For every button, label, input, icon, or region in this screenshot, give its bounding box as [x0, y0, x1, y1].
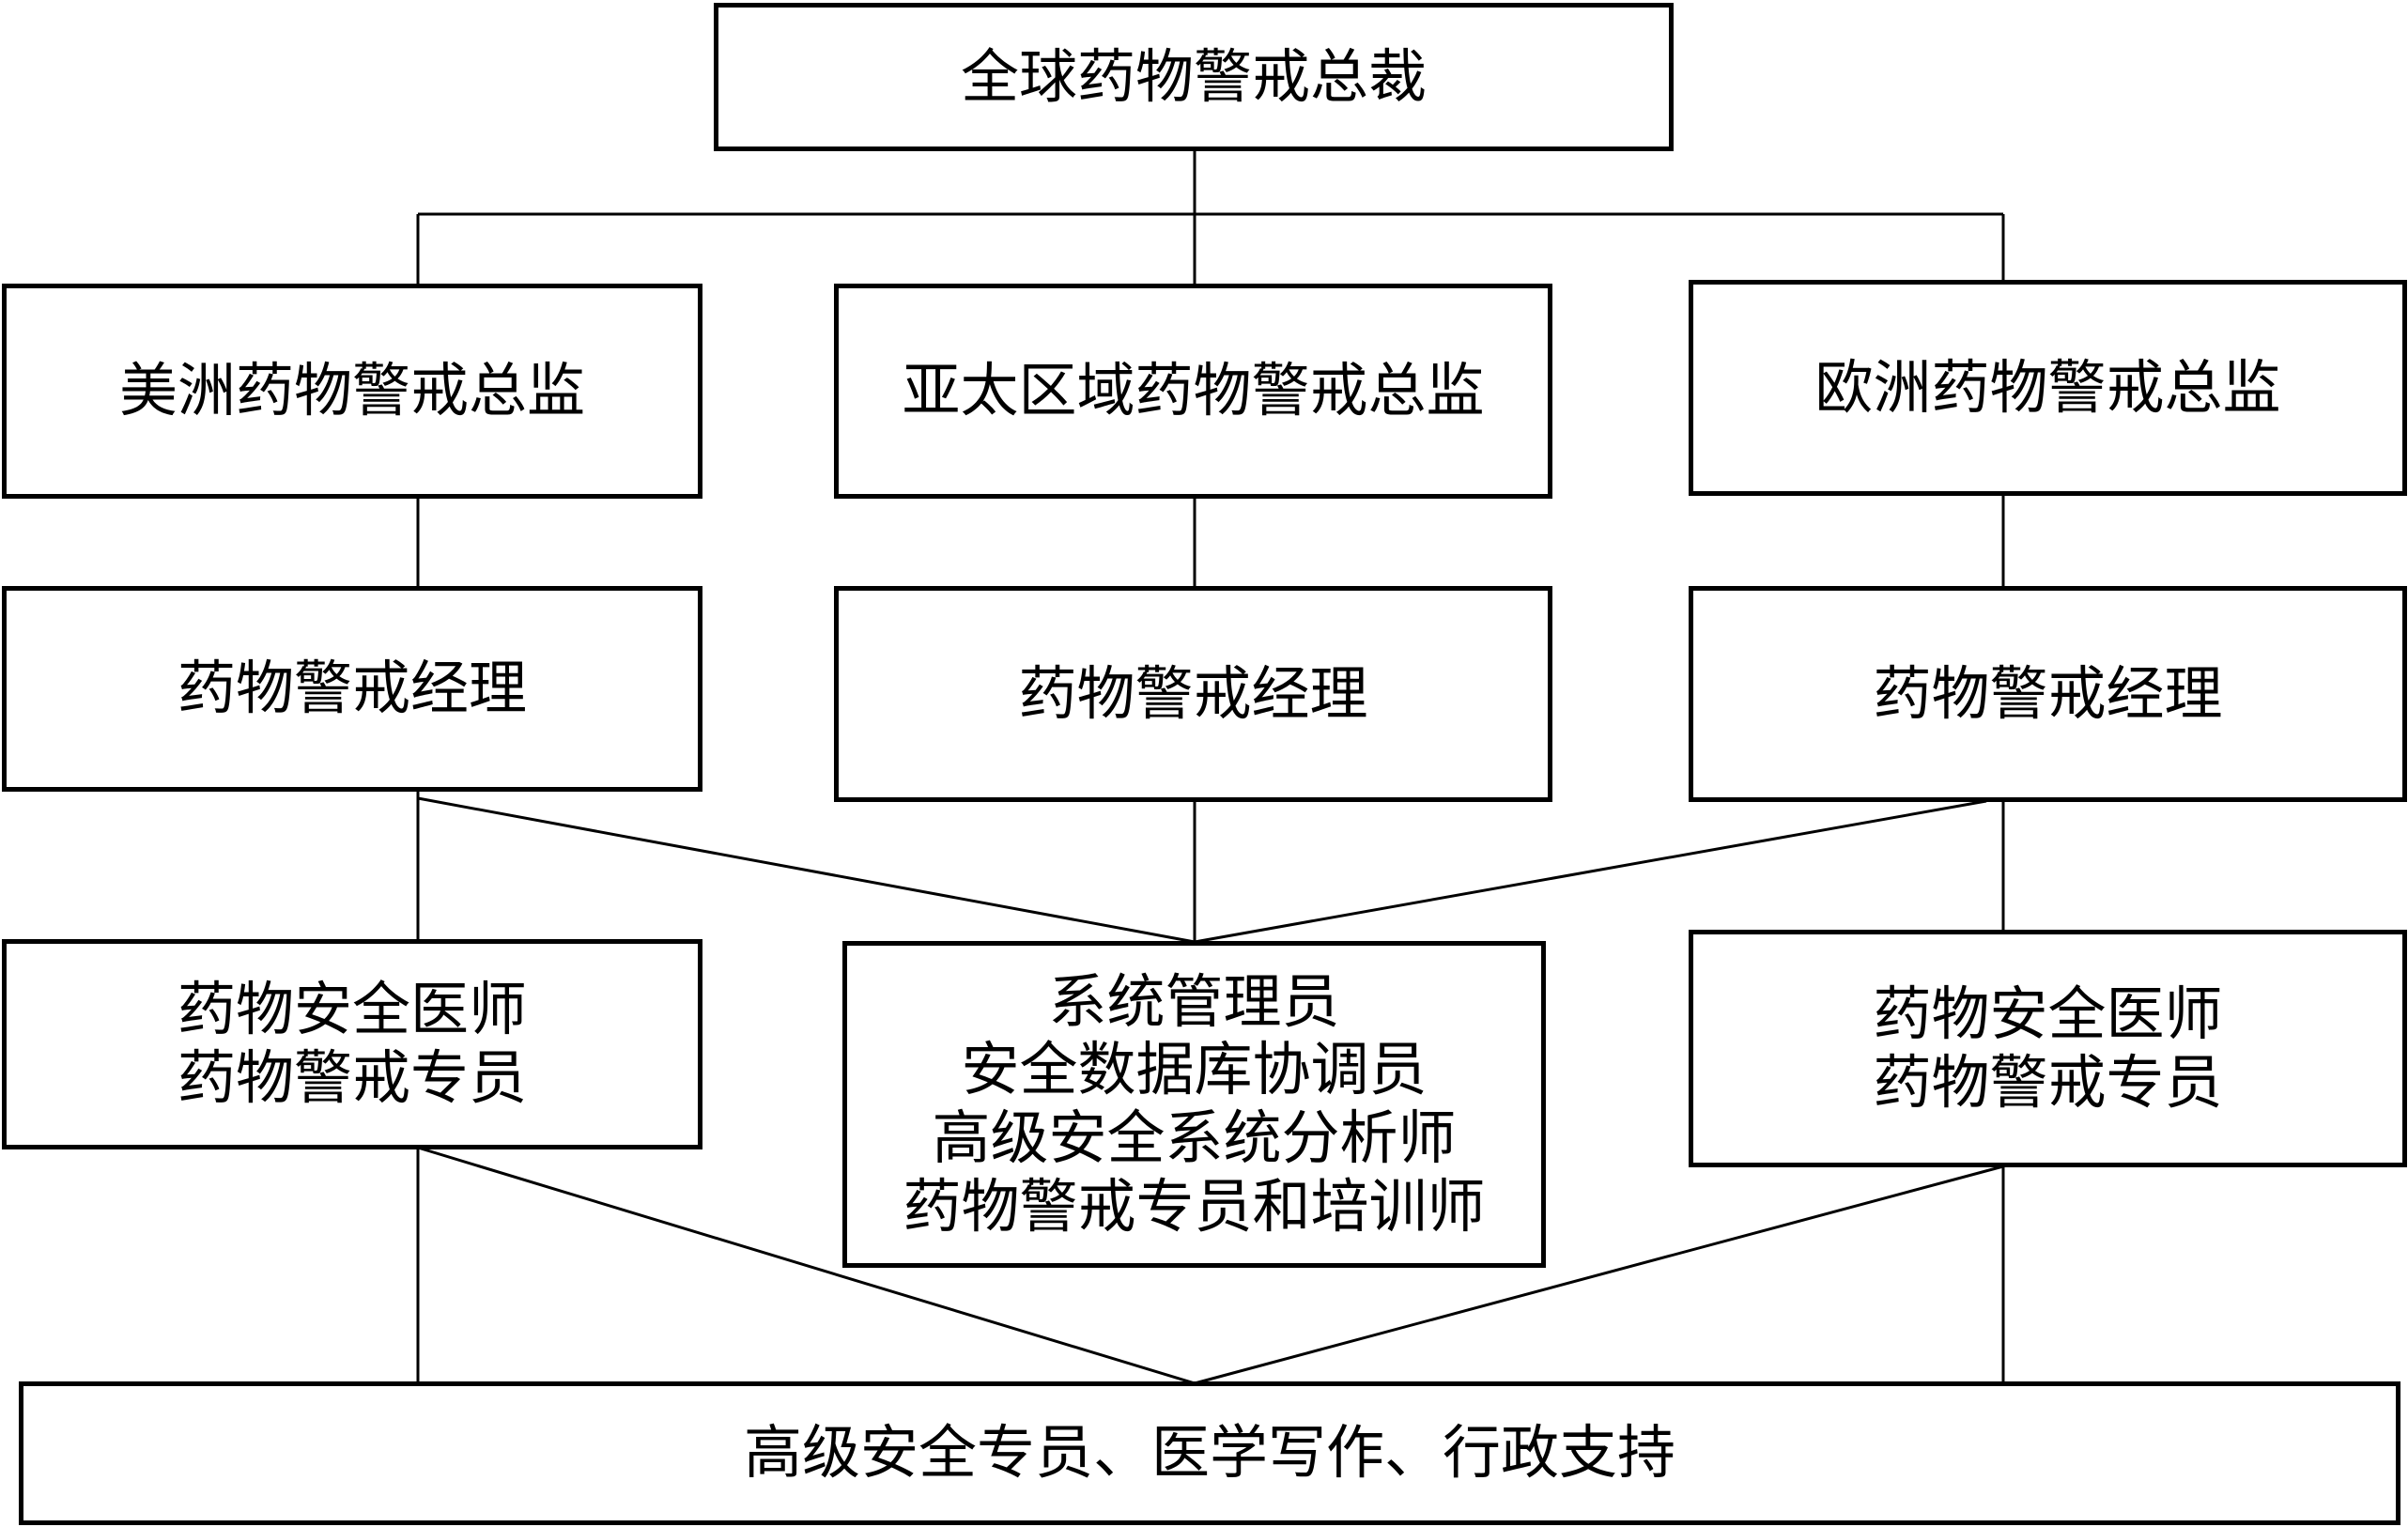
- label-director-americas: 美洲药物警戒总监: [118, 356, 585, 425]
- box-director-americas: 美洲药物警戒总监: [2, 284, 702, 499]
- label-manager-europe: 药物警戒经理: [1873, 658, 2223, 728]
- box-director-apac: 亚太区域药物警戒总监: [834, 284, 1552, 499]
- box-director-europe: 欧洲药物警戒总监: [1689, 280, 2407, 496]
- box-staff-americas: 药物安全医师 药物警戒专员: [2, 939, 702, 1149]
- label-staff-center-line4: 药物警戒专员和培训师: [903, 1171, 1486, 1241]
- label-director-europe: 欧洲药物警戒总监: [1814, 352, 2281, 422]
- box-staff-center: 系统管理员 安全数据库协调员 高级安全系统分析师 药物警戒专员和培训师: [842, 941, 1546, 1268]
- box-manager-apac: 药物警戒经理: [834, 586, 1552, 802]
- label-staff-europe-line1: 药物安全医师: [1873, 979, 2223, 1048]
- box-manager-americas: 药物警戒经理: [2, 586, 702, 792]
- box-global-head: 全球药物警戒总裁: [714, 3, 1674, 151]
- box-support: 高级安全专员、医学写作、行政支持: [19, 1381, 2400, 1525]
- label-staff-europe-line2: 药物警戒专员: [1873, 1047, 2223, 1117]
- label-global-head: 全球药物警戒总裁: [960, 41, 1427, 111]
- label-staff-americas-line2: 药物警戒专员: [177, 1043, 527, 1112]
- label-staff-center-line1: 系统管理员: [1048, 966, 1340, 1036]
- box-manager-europe: 药物警戒经理: [1689, 586, 2407, 802]
- label-support: 高级安全专员、医学写作、行政支持: [743, 1418, 1675, 1488]
- label-staff-americas-line1: 药物安全医师: [177, 975, 527, 1044]
- label-director-apac: 亚太区域药物警戒总监: [902, 356, 1485, 425]
- label-staff-center-line2: 安全数据库协调员: [961, 1035, 1428, 1104]
- label-manager-apac: 药物警戒经理: [1018, 658, 1368, 728]
- label-staff-center-line3: 高级安全系统分析师: [932, 1103, 1457, 1172]
- connector-mgr-americas-to-center: [417, 796, 1196, 944]
- box-staff-europe: 药物安全医师 药物警戒专员: [1689, 930, 2407, 1167]
- connector-mgr-europe-to-center: [1194, 799, 1987, 944]
- label-manager-americas: 药物警戒经理: [177, 654, 527, 723]
